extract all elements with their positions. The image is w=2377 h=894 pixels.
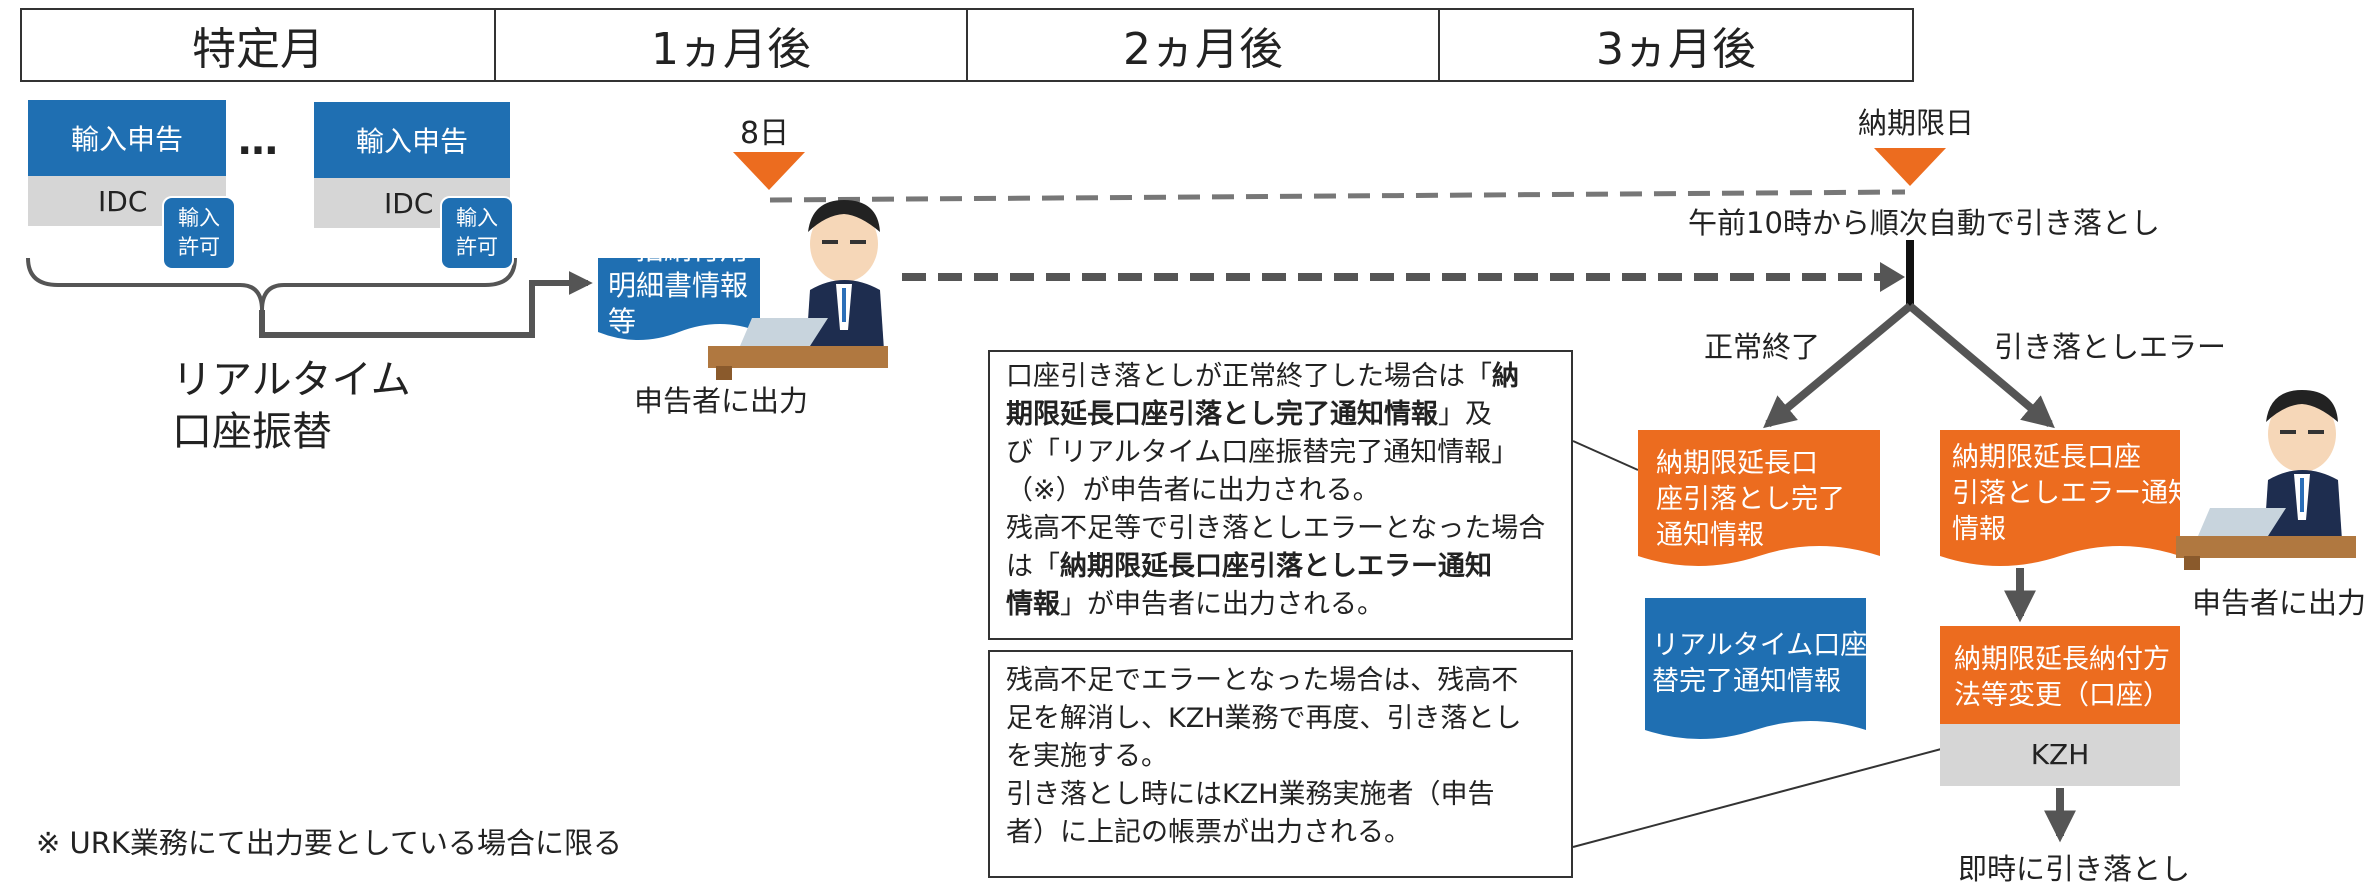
timeline-month-3: 3ヵ月後 xyxy=(1438,8,1914,82)
ellipsis: … xyxy=(238,118,278,164)
note1-line: び「リアルタイム口座振替完了通知情報」 xyxy=(1006,434,1555,472)
declarant-output-right: 申告者に出力 xyxy=(2192,586,2367,620)
note1-line: 情報」が申告者に出力される。 xyxy=(1006,586,1555,624)
day8-label: 8日 xyxy=(740,116,790,151)
note1-bold-segment: 納期限延長口座引落としエラー通知 xyxy=(1060,551,1492,582)
note1-segment: （※）が申告者に出力される。 xyxy=(1006,475,1380,506)
completion-doc-shape xyxy=(1638,430,1880,566)
completion-line-1: 納期限延長口 xyxy=(1656,448,1818,479)
note2-line: を実施する。 xyxy=(1006,741,1168,772)
note1-segment: び「リアルタイム口座振替完了通知情報」 xyxy=(1006,437,1519,468)
footnote: ※ URK業務にて出力要としている場合に限る xyxy=(36,826,623,860)
deadline-label: 納期限日 xyxy=(1858,106,1975,140)
note2-line: 者）に上記の帳票が出力される。 xyxy=(1006,817,1411,848)
note1-line: （※）が申告者に出力される。 xyxy=(1006,472,1555,510)
import-permit-2: 輸入 許可 xyxy=(440,196,514,270)
declarant-output-left: 申告者に出力 xyxy=(634,384,809,418)
note1-line: は「納期限延長口座引落としエラー通知 xyxy=(1006,548,1555,586)
immediate-debit-label: 即時に引き落とし xyxy=(1958,852,2191,886)
realtime-line-2: 口座振替 xyxy=(172,409,332,455)
note1-lines: 口座引き落としが正常終了した場合は「納期限延長口座引落とし完了通知情報」及び「リ… xyxy=(1006,358,1555,624)
completion-line-3: 通知情報 xyxy=(1656,520,1764,551)
timeline-month-1: 1ヵ月後 xyxy=(494,8,968,82)
bulk-line-2: 明細書情報 xyxy=(608,269,749,302)
declarant-figure-left xyxy=(708,200,888,380)
deadline-dashed-line xyxy=(769,189,1906,203)
bulk-payment-doc: 一括納付用 明細書情報 等 xyxy=(608,232,748,340)
note2-line: 引き落とし時にはKZH業務実施者（申告 xyxy=(1006,779,1495,810)
declarant-figure-right xyxy=(2176,390,2356,570)
realtime-completion-line-1: リアルタイム口座振 xyxy=(1652,630,1895,661)
note1-segment: 口座引き落としが正常終了した場合は「 xyxy=(1006,361,1492,392)
normal-end-label: 正常終了 xyxy=(1704,330,1821,364)
day8-marker xyxy=(733,152,805,190)
error-end-label: 引き落としエラー xyxy=(1994,330,2227,364)
realtime-completion-doc: リアルタイム口座振 替完了通知情報 xyxy=(1652,628,1894,700)
bulk-line-1: 一括納付用 xyxy=(608,233,749,266)
error-end-arrow xyxy=(1907,302,2055,429)
realtime-doc-shape xyxy=(1645,598,1866,739)
note2-line: 残高不足でエラーとなった場合は、残高不 xyxy=(1006,665,1519,696)
note1-line: 口座引き落としが正常終了した場合は「納 xyxy=(1006,358,1555,396)
permit-line-2: 許可 xyxy=(456,235,498,259)
error-notice-doc: 納期限延長口座 引落としエラー通知 情報 xyxy=(1952,440,2195,548)
realtime-transfer-label: リアルタイム 口座振替 xyxy=(172,354,411,458)
note1-bold-segment: 納 xyxy=(1492,361,1519,392)
realtime-line-1: リアルタイム xyxy=(172,357,411,403)
bulk-doc-shape xyxy=(598,258,760,340)
error-line-1: 納期限延長口座 xyxy=(1952,442,2141,473)
note1-line: 残高不足等で引き落としエラーとなった場合 xyxy=(1006,510,1555,548)
auto-debit-label: 午前10時から順次自動で引き落とし xyxy=(1688,206,2160,240)
change-line-1: 納期限延長納付方 xyxy=(1954,644,2170,675)
completion-line-2: 座引落とし完了 xyxy=(1656,484,1845,515)
error-doc-shape xyxy=(1940,430,2180,566)
error-line-2: 引落としエラー通知 xyxy=(1952,478,2195,509)
note-normal-and-error: 口座引き落としが正常終了した場合は「納期限延長口座引落とし完了通知情報」及び「リ… xyxy=(988,350,1573,640)
note1-line: 期限延長口座引落とし完了通知情報」及 xyxy=(1006,396,1555,434)
note1-segment: 」が申告者に出力される。 xyxy=(1060,589,1384,620)
timeline-month-2: 2ヵ月後 xyxy=(966,8,1440,82)
deadline-marker xyxy=(1874,148,1946,186)
note2-line: 足を解消し、KZH業務で再度、引き落とし xyxy=(1006,703,1522,734)
import-declaration-2: 輸入申告 xyxy=(314,102,510,178)
kzh-shape xyxy=(1940,724,2180,786)
import-declaration-1: 輸入申告 xyxy=(28,100,226,176)
change-method-shape xyxy=(1940,626,2180,724)
note1-segment: は「 xyxy=(1006,551,1060,582)
note2-leader xyxy=(1572,747,1946,848)
note1-bold-segment: 情報 xyxy=(1006,589,1060,620)
note1-segment: 」及 xyxy=(1438,399,1492,430)
change-line-2: 法等変更（口座） xyxy=(1954,680,2170,711)
realtime-completion-line-2: 替完了通知情報 xyxy=(1652,666,1841,697)
note1-segment: 残高不足等で引き落としエラーとなった場合 xyxy=(1006,513,1546,544)
normal-end-arrow xyxy=(1763,302,1913,429)
realtime-arrow xyxy=(259,271,593,338)
note-insufficient-balance: 残高不足でエラーとなった場合は、残高不 足を解消し、KZH業務で再度、引き落とし… xyxy=(988,650,1573,878)
note1-bold-segment: 期限延長口座引落とし完了通知情報 xyxy=(1006,399,1438,430)
permit-line-1: 輸入 xyxy=(456,206,498,230)
note1-leader xyxy=(1572,440,1639,471)
change-method-box: 納期限延長納付方 法等変更（口座） xyxy=(1946,642,2178,714)
completion-notice-doc: 納期限延長口 座引落とし完了 通知情報 xyxy=(1656,446,1845,554)
error-line-3: 情報 xyxy=(1952,514,2006,545)
kzh-label: KZH xyxy=(2030,738,2090,771)
permit-line-1: 輸入 xyxy=(178,206,220,230)
bulk-line-3: 等 xyxy=(608,305,637,338)
import-permit-1: 輸入 許可 xyxy=(162,196,236,270)
permit-line-2: 許可 xyxy=(178,235,220,259)
timeline-month-0: 特定月 xyxy=(20,8,496,82)
